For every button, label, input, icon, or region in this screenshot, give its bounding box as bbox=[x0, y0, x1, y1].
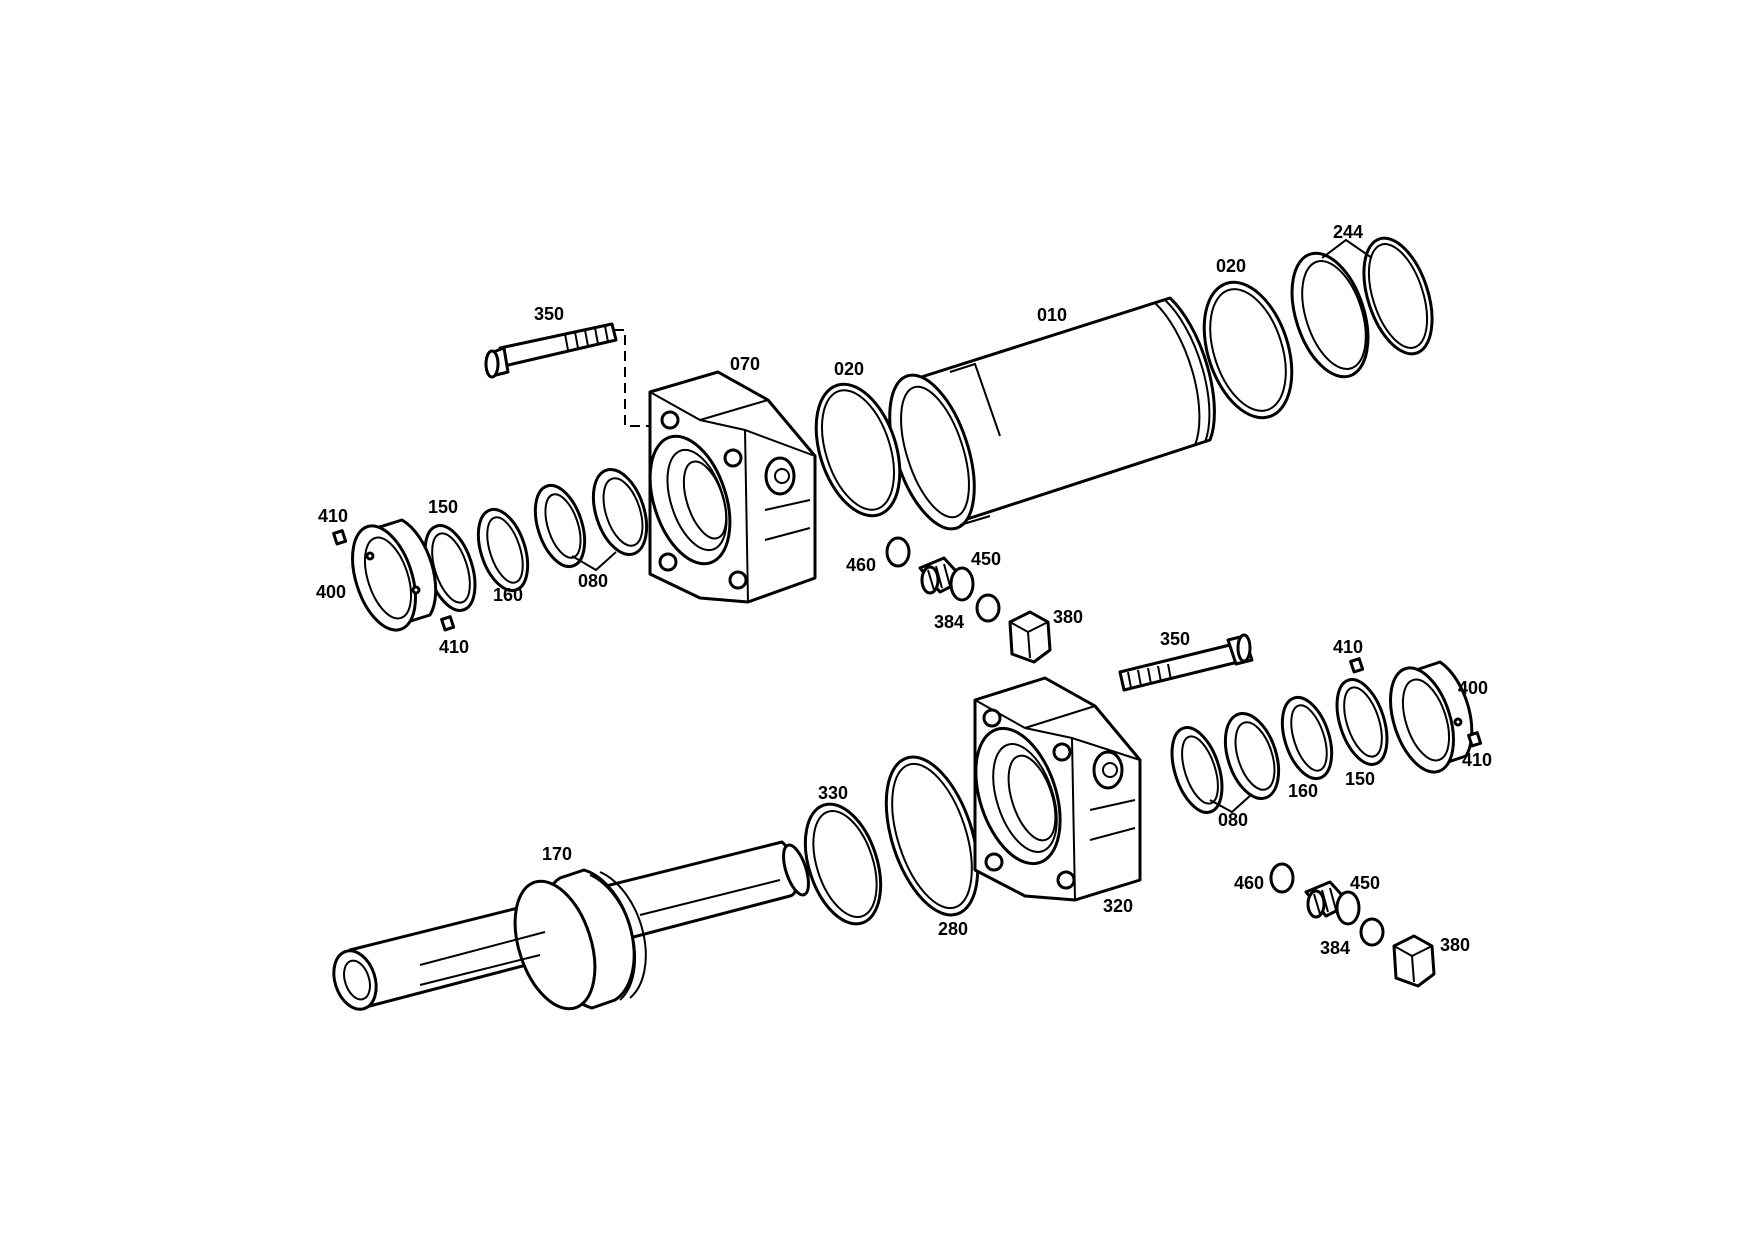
label-410-lower-a: 410 bbox=[1333, 637, 1363, 657]
label-160-lower: 160 bbox=[1288, 781, 1318, 801]
label-150-lower: 150 bbox=[1345, 769, 1375, 789]
part-170-piston-rod bbox=[332, 840, 810, 1011]
label-380-lower: 380 bbox=[1440, 935, 1470, 955]
part-380-cap-upper bbox=[1008, 610, 1052, 664]
part-460-oring-upper bbox=[885, 536, 911, 568]
label-410-lower-b: 410 bbox=[1462, 750, 1492, 770]
label-450-upper: 450 bbox=[971, 549, 1001, 569]
label-384-upper: 384 bbox=[934, 612, 964, 632]
label-070: 070 bbox=[730, 354, 760, 374]
label-380-upper: 380 bbox=[1053, 607, 1083, 627]
part-070-cylinder-head bbox=[648, 370, 817, 604]
label-280: 280 bbox=[938, 919, 968, 939]
part-380-cap-lower bbox=[1392, 934, 1436, 988]
part-244-rings bbox=[1290, 236, 1434, 379]
part-450-fitting-upper bbox=[918, 556, 975, 602]
part-010-cylinder-tube bbox=[888, 296, 1216, 531]
part-350-bolt-upper bbox=[484, 322, 650, 427]
label-330: 330 bbox=[818, 783, 848, 803]
part-280-oring bbox=[884, 755, 980, 917]
part-320-cylinder-head-lower bbox=[973, 676, 1142, 902]
part-080-bushings-lower bbox=[1170, 712, 1281, 814]
part-384-ring-upper bbox=[975, 593, 1001, 623]
label-400-lower: 400 bbox=[1458, 678, 1488, 698]
label-020-left: 020 bbox=[834, 359, 864, 379]
label-350-upper: 350 bbox=[534, 304, 564, 324]
part-350-bolt-lower bbox=[1118, 633, 1254, 692]
part-450-fitting-lower bbox=[1304, 880, 1361, 926]
label-410-upper-a: 410 bbox=[318, 506, 348, 526]
part-460-oring-lower bbox=[1269, 862, 1295, 894]
label-080-lower: 080 bbox=[1218, 810, 1248, 830]
label-450-lower: 450 bbox=[1350, 873, 1380, 893]
label-080-upper: 080 bbox=[578, 571, 608, 591]
part-400-nut-lower bbox=[1389, 660, 1474, 774]
label-460-lower: 460 bbox=[1234, 873, 1264, 893]
label-320: 320 bbox=[1103, 896, 1133, 916]
label-384-lower: 384 bbox=[1320, 938, 1350, 958]
part-150-ring-lower bbox=[1335, 678, 1389, 766]
label-010: 010 bbox=[1037, 305, 1067, 325]
label-020-right: 020 bbox=[1216, 256, 1246, 276]
part-160-seal-upper bbox=[476, 507, 530, 593]
label-244: 244 bbox=[1333, 222, 1363, 242]
label-400-upper: 400 bbox=[316, 582, 346, 602]
part-410-setscrew-lower-a bbox=[1349, 657, 1365, 674]
label-150-upper: 150 bbox=[428, 497, 458, 517]
part-410-setscrew-upper-a bbox=[332, 529, 348, 546]
label-460-upper: 460 bbox=[846, 555, 876, 575]
part-384-ring-lower bbox=[1359, 917, 1385, 947]
part-400-nut-upper bbox=[351, 518, 438, 632]
label-410-upper-b: 410 bbox=[439, 637, 469, 657]
part-080-bushings-upper bbox=[533, 468, 649, 572]
part-410-setscrew-upper-b bbox=[440, 615, 456, 632]
label-160-upper: 160 bbox=[493, 585, 523, 605]
label-170: 170 bbox=[542, 844, 572, 864]
label-350-lower: 350 bbox=[1160, 629, 1190, 649]
part-410-setscrew-lower-b bbox=[1467, 731, 1483, 748]
part-160-seal-lower bbox=[1280, 695, 1334, 781]
